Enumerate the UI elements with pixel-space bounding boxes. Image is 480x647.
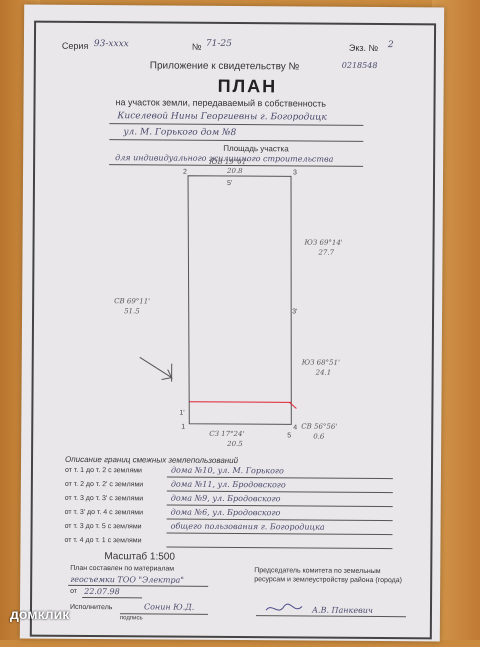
chairman-signature [20,5,444,647]
document-sheet: Серия 93-хххх № 71-25 Экз. № 2 Приложени… [20,5,444,642]
domclick-watermark: домклик [10,606,69,622]
chairman-name: А.В. Панкевич [312,606,373,615]
